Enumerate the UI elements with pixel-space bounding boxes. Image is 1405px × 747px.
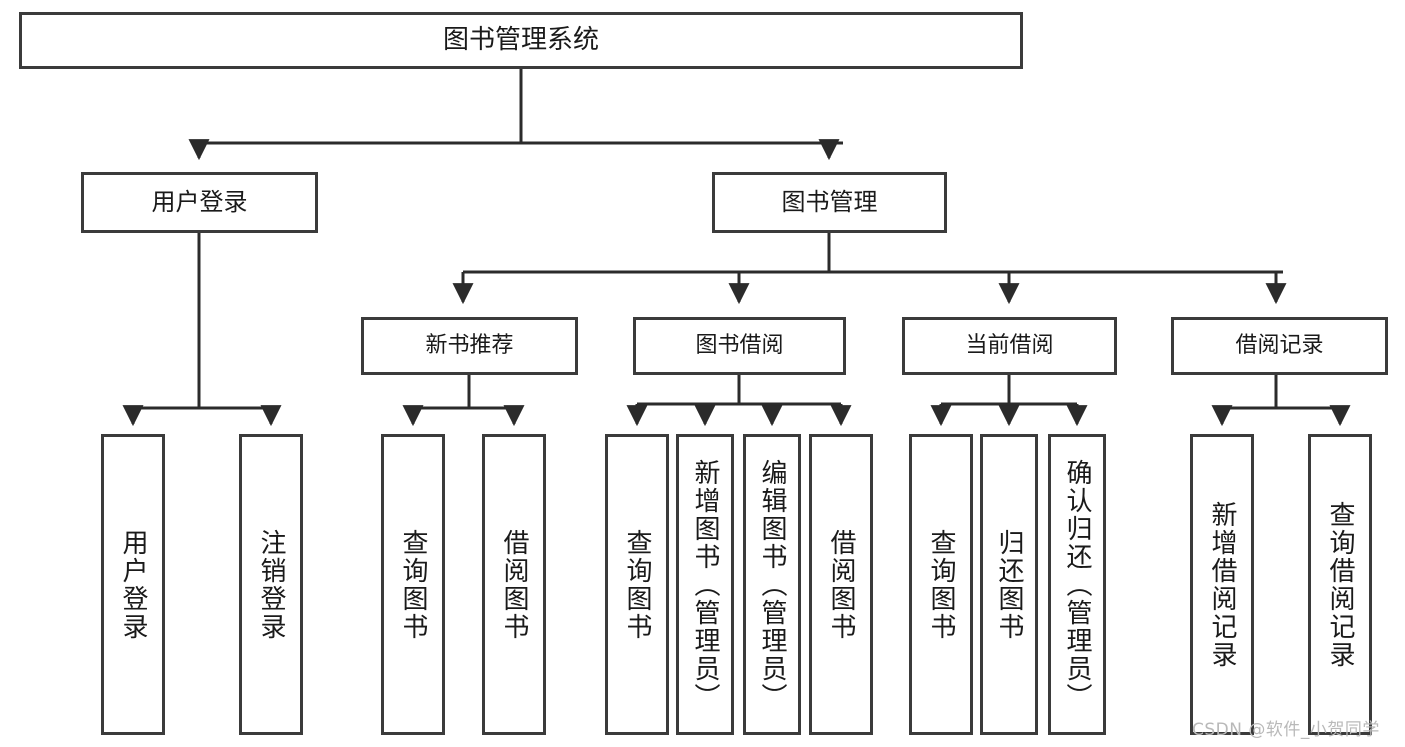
node-label: 归还图书 (994, 528, 1024, 641)
leaf-edit-book[interactable]: 编辑图书（管理员） (743, 434, 801, 735)
node-label: 新增借阅记录 (1207, 500, 1237, 669)
node-root-system[interactable]: 图书管理系统 (19, 12, 1023, 69)
node-label: 用户登录 (151, 188, 248, 217)
node-user-login[interactable]: 用户登录 (81, 172, 318, 233)
leaf-confirm-return[interactable]: 确认归还（管理员） (1048, 434, 1106, 735)
node-label: 确认归还（管理员） (1062, 458, 1092, 711)
node-label: 查询图书 (622, 528, 652, 641)
node-label: 图书管理系统 (442, 25, 599, 56)
node-label: 当前借阅 (965, 333, 1054, 359)
leaf-logout-login[interactable]: 注销登录 (239, 434, 303, 735)
node-new-book-recommend[interactable]: 新书推荐 (361, 317, 578, 375)
leaf-query-borrow-record[interactable]: 查询借阅记录 (1308, 434, 1372, 735)
leaf-add-book[interactable]: 新增图书（管理员） (676, 434, 734, 735)
node-borrow-record[interactable]: 借阅记录 (1171, 317, 1388, 375)
node-label: 图书管理 (781, 188, 878, 217)
node-label: 注销登录 (256, 528, 286, 641)
node-label: 借阅记录 (1235, 333, 1324, 359)
leaf-add-borrow-record[interactable]: 新增借阅记录 (1190, 434, 1254, 735)
node-label: 查询借阅记录 (1325, 500, 1355, 669)
leaf-return-book[interactable]: 归还图书 (980, 434, 1038, 735)
node-current-borrow[interactable]: 当前借阅 (902, 317, 1117, 375)
node-label: 用户登录 (118, 528, 148, 641)
node-label: 借阅图书 (826, 528, 856, 641)
leaf-query-book-current[interactable]: 查询图书 (909, 434, 973, 735)
node-label: 编辑图书（管理员） (757, 458, 787, 711)
leaf-query-book-recommend[interactable]: 查询图书 (381, 434, 445, 735)
node-label: 借阅图书 (499, 528, 529, 641)
node-label: 新增图书（管理员） (690, 458, 720, 711)
leaf-borrow-book[interactable]: 借阅图书 (809, 434, 873, 735)
node-label: 查询图书 (926, 528, 956, 641)
node-label: 新书推荐 (425, 333, 514, 359)
csdn-watermark: CSDN @软件_小贺同学 (1192, 720, 1380, 740)
node-label: 图书借阅 (695, 333, 784, 359)
leaf-query-book-borrow[interactable]: 查询图书 (605, 434, 669, 735)
node-book-borrow[interactable]: 图书借阅 (633, 317, 846, 375)
leaf-user-login[interactable]: 用户登录 (101, 434, 165, 735)
leaf-borrow-book-recommend[interactable]: 借阅图书 (482, 434, 546, 735)
node-book-management[interactable]: 图书管理 (712, 172, 947, 233)
node-label: 查询图书 (398, 528, 428, 641)
